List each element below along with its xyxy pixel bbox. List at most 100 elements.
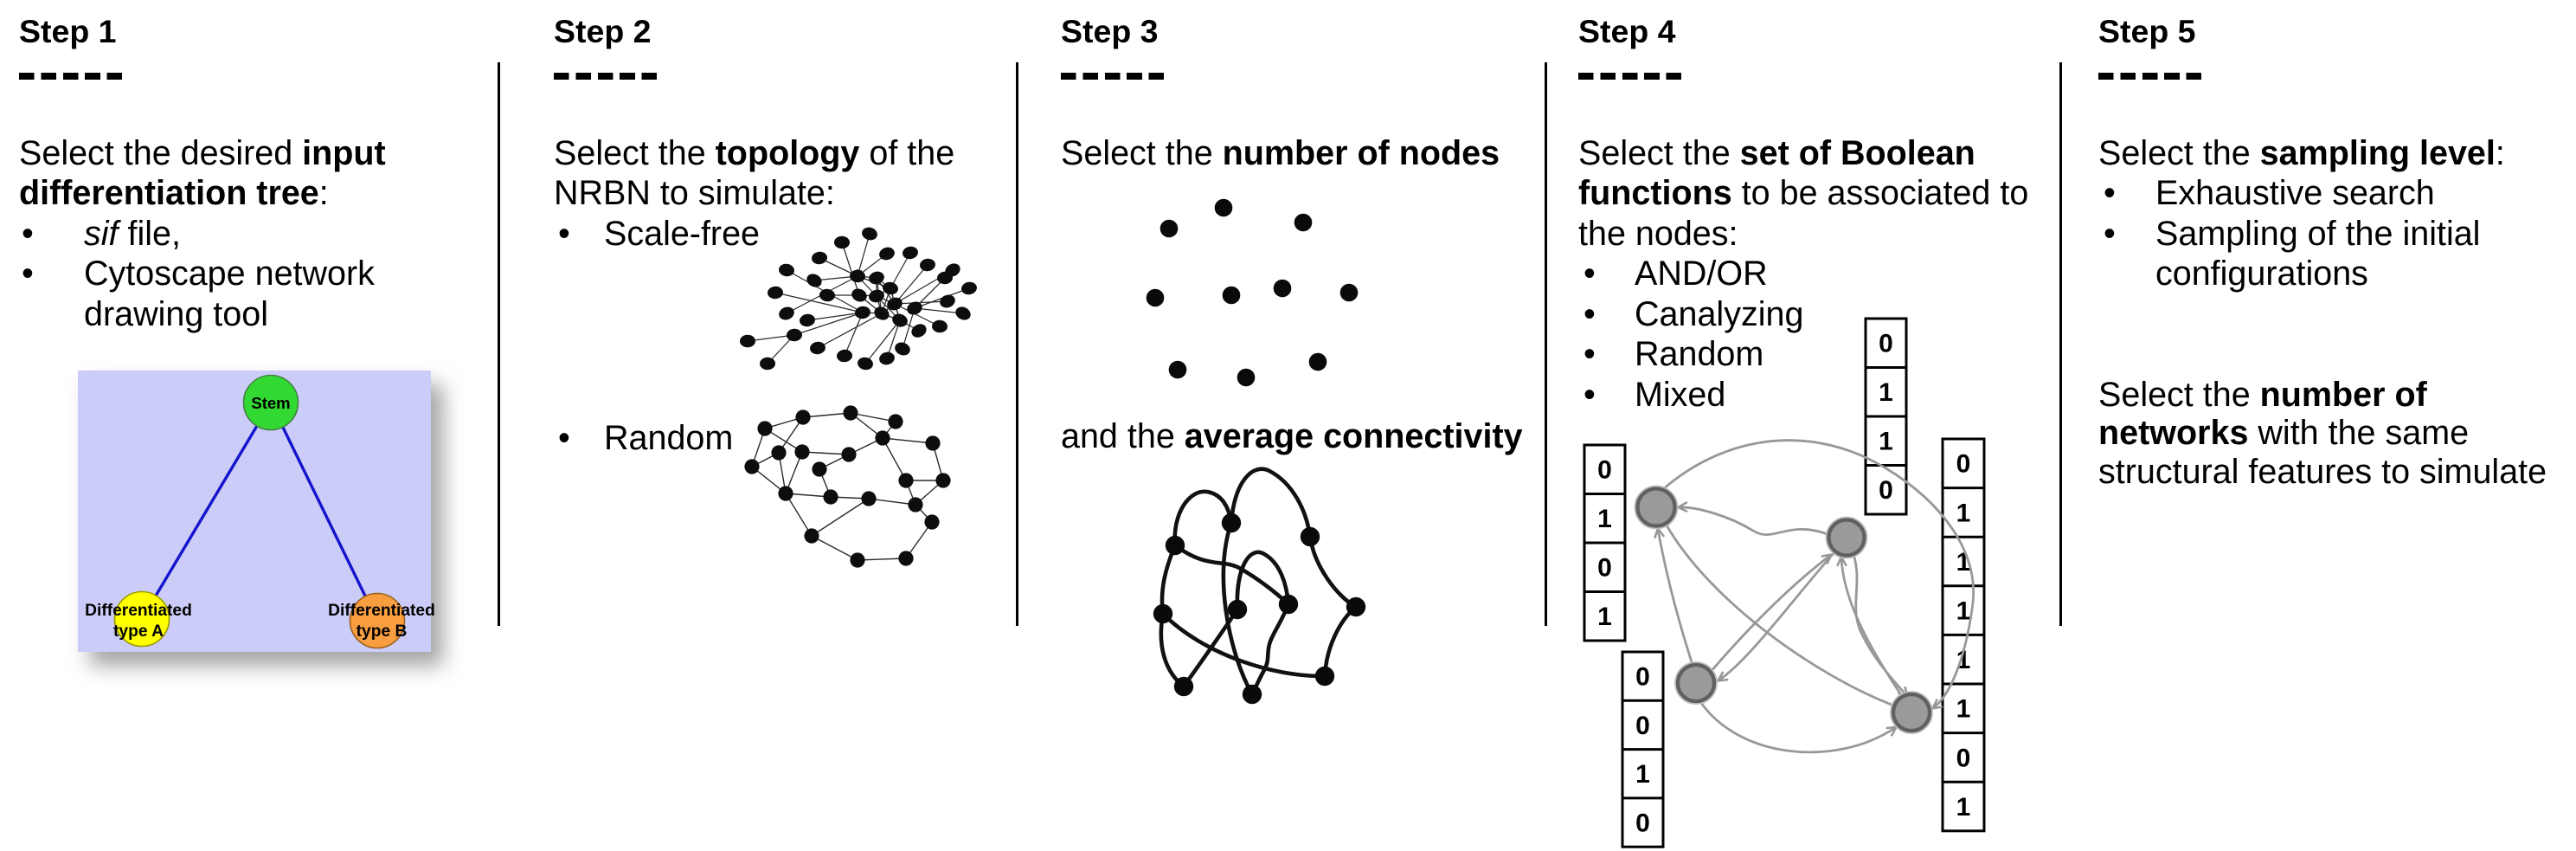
step-1-title: Step 1 [19,13,117,49]
step-4-dashed-rule [1578,73,1682,80]
boolean-edge-4 [1718,551,1836,680]
step-1-line-1: differentiation tree: [19,174,329,213]
gene-node-halo [1890,691,1933,734]
scale-free-node [768,286,783,300]
step-4-title: Step 4 [1578,13,1676,49]
connectivity-edge [1172,489,1234,548]
step-4-bullet-item-text: Mixed [1635,375,1726,414]
random-network-node [812,461,827,477]
truth-bit: 1 [1879,428,1893,456]
step-1-line-0-text: Select the desired input [19,133,386,172]
truth-bit: 1 [1635,760,1650,789]
type-a-label-line1: Differentiated [85,602,192,620]
step-1-bullet-item-text: sif file, [84,214,181,253]
step-4-bullet-item: •Canalyzing [1578,294,1804,333]
step-5-line-0: Select the sampling level: [2098,133,2505,172]
step-3-title: Step 3 [1061,13,1159,49]
scale-free-node [955,306,971,320]
step-5-line-0-text: Select the sampling level: [2098,133,2505,172]
step-4-line-1-text: functions to be associated to [1578,174,2029,213]
step-5-line-3-text: configurations [2155,255,2368,293]
step-2-bullet-item: •Scale-free [554,216,760,252]
step-1-bullet-item-text: Cytoscape network [84,255,375,293]
step-5-line-5: networks with the same [2098,416,2469,451]
random-network-node [794,444,810,460]
boolean-edge-1 [1679,507,1828,536]
connectivity-edge [1322,604,1359,679]
tree-edge-0 [140,402,273,620]
random-network-node [757,421,773,436]
step-5-title: Step 5 [2098,13,2196,49]
step-1-bullet-item: • sif file, [19,214,181,253]
random-network-node [804,528,819,544]
gene-node-4 [1891,692,1932,733]
stem-node [242,374,299,431]
boolean-edge-8 [1709,555,1831,673]
step-5-line-4-text: Select the number of [2098,375,2427,414]
connectivity-edge [1160,611,1327,679]
connectivity-edge [1235,550,1291,612]
step-2-bullet-marker: • [558,418,570,457]
node-dot [1339,283,1359,302]
random-network-edge [905,521,933,559]
truth-bit: 0 [1597,456,1612,485]
scale-free-node [879,247,895,261]
scale-free-edge [841,242,860,296]
scale-free-node [779,263,794,277]
differentiated-type-b-node [349,592,406,649]
scale-free-node [760,357,775,371]
random-network-edge [882,437,907,481]
random-network-node [924,514,940,530]
scale-free-edge [864,319,901,364]
step-5-bullet-item: •Sampling of the initial [2098,216,2480,252]
gene-node-1 [1635,487,1677,528]
gene-node-3 [1675,662,1717,704]
node-dot [1146,288,1165,307]
random-network-node [795,409,811,425]
node-dot [1308,352,1327,371]
random-network-node [843,405,858,421]
truth-bit: 0 [1635,663,1650,692]
scale-free-node [834,235,850,249]
step-3-line-1: and the average connectivity [1061,419,1523,455]
nodes-dot-cloud-figure [1146,198,1359,387]
step-2-line-1: NRBN to simulate: [554,176,835,211]
scale-free-node [895,342,910,356]
connectivity-node [1227,599,1248,620]
step-4-bullet-item-text: Canalyzing [1635,294,1804,333]
truth-bit: 1 [1597,505,1612,533]
scale-free-node [740,334,755,348]
step-1-dashed-rule [19,73,123,80]
step-2-line-0: Select the topology of the [554,136,954,171]
step-4-line-0: Select the set of Boolean [1578,136,1975,171]
type-b-label-line2: type B [357,622,408,641]
step-1-line-0: Select the desired input [19,133,386,172]
random-network-node [778,486,793,501]
step-1-bullet-item: • Cytoscape network [19,255,375,293]
random-network-edge [868,498,916,506]
step-1-line-1-text: differentiation tree: [19,174,329,213]
scale-free-edge [894,300,948,305]
step-5-line-4: Select the number of [2098,375,2427,414]
step-2-bullet-item-text: Random [604,418,734,457]
random-network-edge [785,451,803,494]
scale-free-node [903,246,918,260]
scale-free-edge [844,312,864,357]
step-1-bullet-marker: • [22,255,34,293]
step-4-bullet-marker: • [1584,375,1596,414]
tree-edge-1 [269,402,379,622]
connectivity-edge [1249,602,1291,697]
scale-free-edge [886,319,901,359]
random-network-node [841,447,857,462]
random-network-node [744,459,760,474]
scale-free-edge [890,252,911,289]
truth-bit: 0 [1879,476,1893,505]
step-1-bullet-marker: • [22,214,34,253]
truth-bit: 0 [1635,809,1650,837]
connectivity-edge [1160,543,1178,616]
random-network-figure [744,405,951,568]
